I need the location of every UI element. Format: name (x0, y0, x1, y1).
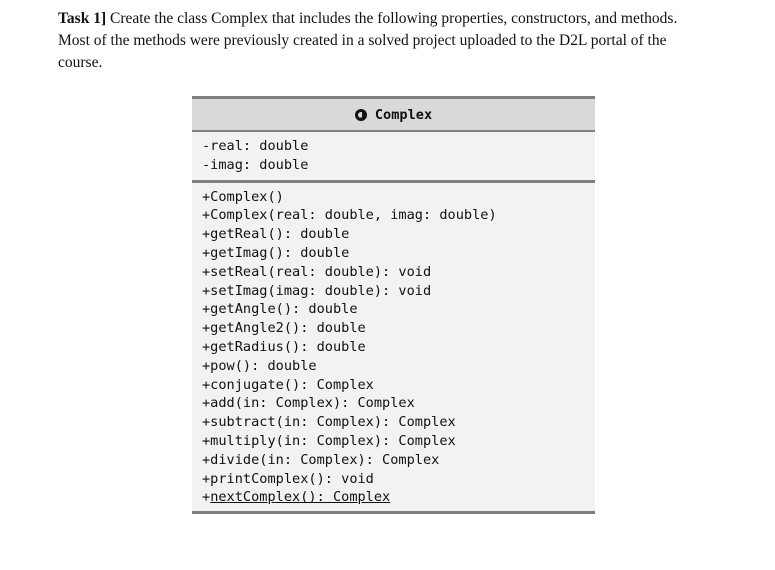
static-method-signature: nextComplex(): Complex (210, 489, 391, 506)
uml-attribute: -real: double (202, 138, 309, 154)
uml-method: +Complex() (202, 188, 284, 205)
uml-method: +getAngle(): double (202, 301, 358, 318)
uml-class-header: Complex (192, 96, 595, 132)
task-description: Task 1] Create the class Complex that in… (58, 8, 758, 74)
uml-method: +setReal(real: double): void (202, 263, 432, 280)
uml-class-diagram: Complex -real: double -imag: double +Com… (192, 96, 595, 515)
uml-method: +getRadius(): double (202, 338, 366, 355)
uml-method: +multiply(in: Complex): Complex (202, 432, 456, 449)
static-method-visibility: + (202, 489, 211, 506)
uml-attributes-section: -real: double -imag: double (192, 132, 595, 183)
uml-method: +conjugate(): Complex (202, 376, 374, 393)
class-icon (354, 108, 367, 121)
task-line-2: Most of the methods were previously crea… (58, 32, 667, 49)
uml-method: +getReal(): double (202, 226, 350, 243)
task-line-1-text: Create the class Complex that includes t… (106, 10, 678, 27)
task-line-3: course. (58, 54, 103, 71)
uml-methods-section: +Complex() +Complex(real: double, imag: … (192, 183, 595, 515)
uml-class-name: Complex (374, 106, 433, 123)
uml-method: +subtract(in: Complex): Complex (202, 414, 456, 431)
uml-static-method: +nextComplex(): Complex (202, 488, 595, 507)
uml-method: +pow(): double (202, 357, 317, 374)
uml-method: +getAngle2(): double (202, 320, 366, 337)
uml-method: +getImag(): double (202, 244, 350, 261)
uml-method: +setImag(imag: double): void (202, 282, 432, 299)
uml-method: +Complex(real: double, imag: double) (202, 207, 497, 224)
uml-method: +divide(in: Complex): Complex (202, 451, 440, 468)
uml-method: +printComplex(): void (202, 470, 374, 487)
task-label: Task 1] (58, 10, 107, 27)
task-line-1: Task 1] Create the class Complex that in… (58, 8, 758, 30)
uml-method: +add(in: Complex): Complex (202, 395, 415, 412)
uml-attribute: -imag: double (202, 156, 309, 173)
